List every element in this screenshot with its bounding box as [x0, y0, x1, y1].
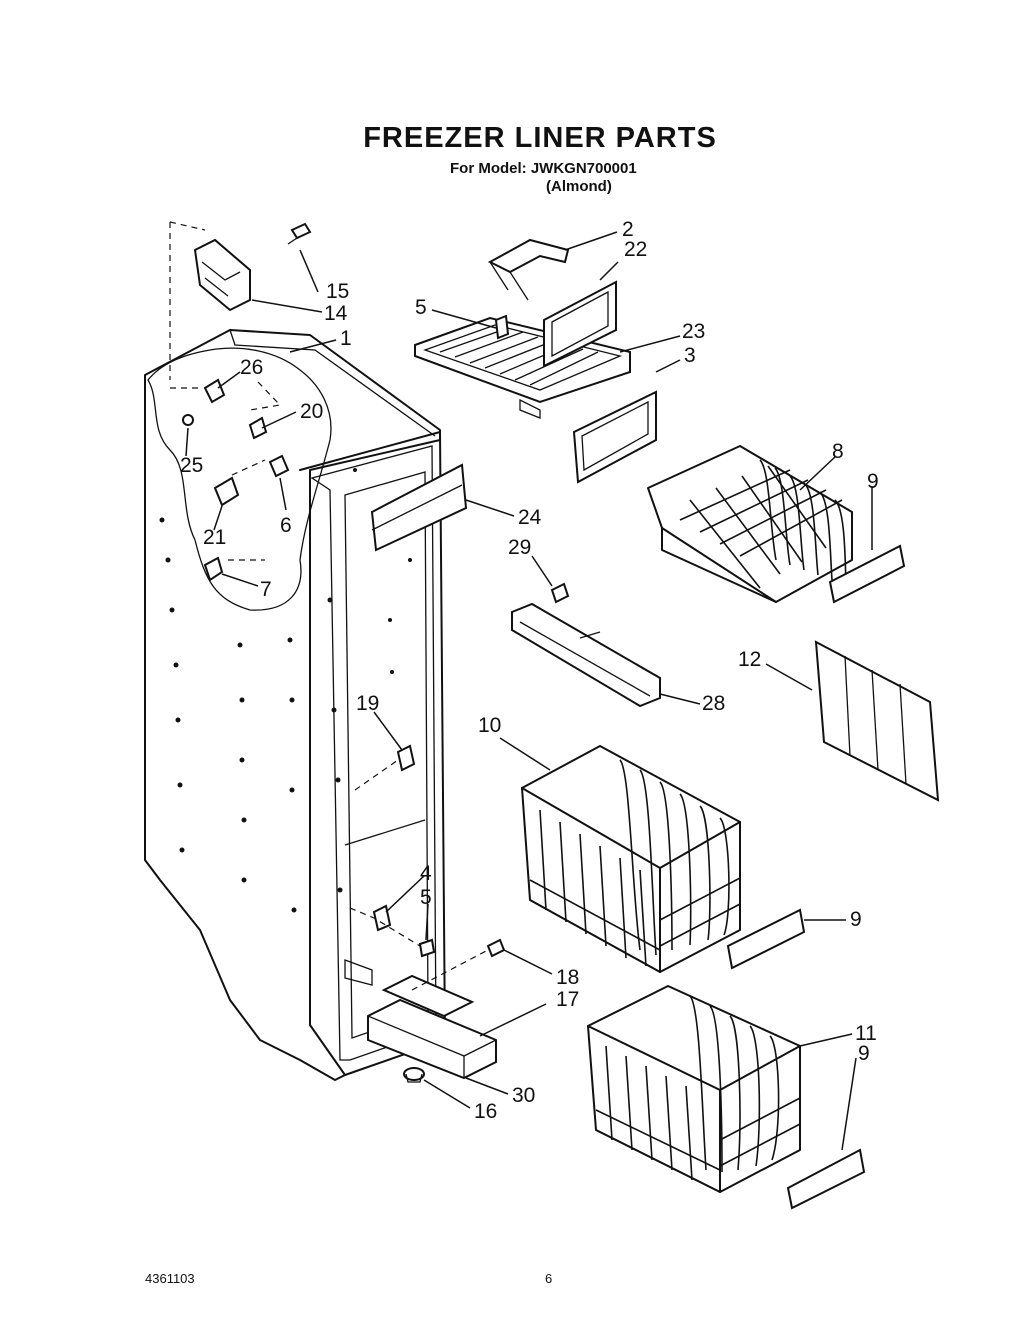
basket-middle [521, 745, 741, 973]
bottom-trim-part [381, 974, 475, 1018]
document-number: 4361103 [145, 1271, 195, 1286]
callout-14: 14 [324, 302, 348, 325]
callout-8: 8 [832, 440, 844, 463]
light-socket-part [182, 378, 226, 426]
callout-29: 29 [508, 536, 531, 559]
callout-9-lower: 9 [858, 1042, 870, 1065]
bracket-part [193, 238, 251, 312]
callout-labels: 1 2 3 4 5 5 6 7 8 9 9 9 10 11 12 14 15 1… [180, 218, 879, 1123]
page-number: 6 [545, 1271, 553, 1286]
model-number: For Model: JWKGN700001 [450, 160, 637, 177]
callout-6: 6 [280, 514, 292, 537]
damper-part [268, 454, 290, 478]
basket-lower [587, 985, 801, 1193]
basket-front-middle [726, 908, 806, 970]
callout-23: 23 [682, 320, 705, 343]
clip-part [396, 744, 416, 772]
callout-10: 10 [478, 714, 501, 737]
page-title: FREEZER LINER PARTS [363, 122, 717, 154]
callout-4: 4 [420, 862, 432, 885]
basket-front-upper [828, 544, 906, 604]
callout-20: 20 [300, 400, 323, 423]
callout-24: 24 [518, 506, 542, 529]
callout-25: 25 [180, 454, 203, 477]
switch-part [248, 416, 268, 440]
duct-cover-part [370, 463, 468, 552]
model-color: (Almond) [546, 178, 612, 195]
callout-9-middle: 9 [850, 908, 862, 931]
lower-screw-part [486, 938, 506, 958]
callout-16: 16 [474, 1100, 497, 1123]
foot-part [403, 1067, 425, 1083]
callout-30: 30 [512, 1084, 535, 1107]
callout-26: 26 [240, 356, 263, 379]
rail-screw-part [550, 582, 570, 604]
sensor-part [203, 556, 224, 582]
freezer-liner [144, 329, 446, 1081]
lens-part [572, 390, 657, 484]
callout-3: 3 [684, 344, 696, 367]
leader-lines [185, 231, 873, 1151]
rail-part [511, 602, 661, 708]
callout-22: 22 [624, 238, 647, 261]
callout-15: 15 [326, 280, 349, 303]
callout-12: 12 [738, 648, 761, 671]
callout-9-upper: 9 [867, 470, 879, 493]
thermostat-part [213, 476, 240, 507]
basket-upper [647, 445, 853, 603]
callout-5-lower: 5 [420, 886, 432, 909]
shelf-assembly [414, 238, 631, 419]
callout-2: 2 [622, 218, 634, 241]
divider-part [814, 640, 940, 802]
callout-11: 11 [855, 1022, 877, 1045]
callout-21: 21 [203, 526, 226, 549]
screw-part [287, 222, 312, 245]
callout-18: 18 [556, 966, 579, 989]
basket-front-lower [786, 1148, 866, 1210]
trim-assembly-part [367, 998, 497, 1080]
callout-19: 19 [356, 692, 379, 715]
callout-1: 1 [340, 327, 352, 350]
callout-5-shelf: 5 [415, 296, 427, 319]
callout-28: 28 [702, 692, 725, 715]
callout-7: 7 [260, 578, 272, 601]
screw-lower-part [418, 938, 436, 958]
callout-17: 17 [556, 988, 579, 1011]
